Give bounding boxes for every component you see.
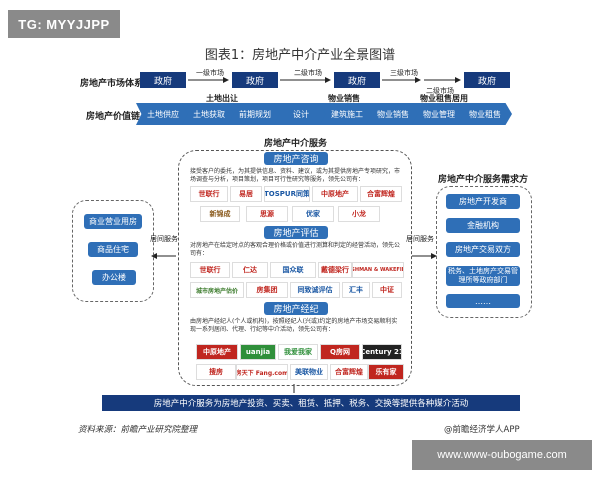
right-demand-box [436,186,532,318]
section-consulting-desc: 接受客户的委托，为其提供信息、资料、建议，或为其提供房地产专项研究，市场调查与分… [190,168,401,183]
logo-brokerage-1: 中原地产 [196,344,238,360]
section-consulting-title: 房地产咨询 [264,152,328,165]
market-row-label: 房地产市场体系 [80,79,144,89]
left-item-office: 办公楼 [92,270,136,285]
chain-step-7: 物业管理 [412,103,466,125]
chain-step-8: 物业租售 [458,103,512,125]
logo-consulting-4: 中原地产 [312,186,358,202]
section-valuation-title: 房地产评估 [264,226,328,239]
logo-valuation-10: 中证 [372,282,402,298]
market-arrow-label-4: 二级市场 [426,87,454,95]
right-item-more: …… [446,294,520,308]
market-box-3: 政府 [334,72,380,88]
market-box-2: 政府 [232,72,278,88]
logo-brokerage-2: uanjia [240,344,276,360]
logo-brokerage-5: Century 21 [362,344,402,360]
section-brokerage-title: 房地产经纪 [264,302,328,315]
left-item-commercial: 商业营业用房 [84,214,142,229]
right-item-parties: 房地产交易双方 [446,242,520,257]
logo-brokerage-3: 我爱我家 [278,344,318,360]
chain-step-1: 土地供应 [136,103,190,125]
logo-valuation-8: 同致诚评估 [290,282,340,298]
logo-consulting-9: 小龙 [338,206,380,222]
market-arrow-label-1: 一级市场 [196,69,224,77]
url-watermark: www.www-oubogame.com [412,440,592,470]
left-property-box [72,200,154,302]
right-item-finance: 金融机构 [446,218,520,233]
logo-valuation-2: 仁达 [232,262,268,278]
right-item-government: 税务、土地房产交易管理所等政府部门 [446,266,520,286]
logo-brokerage-10: 乐有家 [368,364,404,380]
logo-valuation-6: 城市房地产估价 [190,282,244,298]
chain-step-5: 建筑施工 [320,103,374,125]
logo-brokerage-8: 美联物业 [290,364,328,380]
logo-consulting-2: 易居 [230,186,262,202]
logo-brokerage-9: 合富辉煌 [330,364,368,380]
logo-consulting-8: 优家 [292,206,334,222]
right-item-developer: 房地产开发商 [446,194,520,209]
page-title: 图表1：房地产中介产业全景图谱 [204,48,396,63]
left-arrow-label: 居间服务 [150,235,178,243]
value-chain-bar: 土地供应 土地获取 前期规划 设计 建筑施工 物业销售 物业管理 物业租售 [136,103,512,125]
section-valuation-desc: 对房地产在给定时点的客观合理价格或价值进行测算和判定的经营活动，领先公司有： [190,242,401,257]
logo-brokerage-4: Q房网 [320,344,360,360]
right-heading: 房地产中介服务需求方 [438,175,529,185]
logo-consulting-3: TOSPUR同策 [264,186,310,202]
market-arrow-label-2: 二级市场 [294,69,322,77]
bottom-summary-bar: 房地产中介服务为房地产投资、买卖、租赁、抵押、税务、交换等提供各种媒介活动 [102,395,520,411]
chain-step-2: 土地获取 [182,103,236,125]
value-row-label: 房地产价值链 [86,112,141,122]
stage-label-2: 物业销售 [328,94,360,103]
logo-valuation-5: CUSHMAN & WAKEFIELD [352,262,404,278]
section-brokerage-desc: 由房地产经纪人(个人或机构)，按照经纪人(兴或)约定的房地产市场交易顺利实现一系… [190,318,398,333]
chain-step-3: 前期规划 [228,103,282,125]
logo-consulting-1: 世联行 [190,186,228,202]
market-arrow-label-3: 三级市场 [390,69,418,77]
logo-consulting-7: 思源 [246,206,288,222]
market-box-1: 政府 [140,72,186,88]
center-services-box [178,150,412,386]
left-item-residential: 商品住宅 [88,242,138,257]
logo-consulting-5: 合富辉煌 [360,186,402,202]
logo-valuation-1: 世联行 [190,262,230,278]
logo-valuation-7: 房集团 [246,282,288,298]
right-arrow-label: 居间服务 [406,235,434,243]
market-box-5: 政府 [464,72,510,88]
source-note: 资料来源：前瞻产业研究院整理 [78,425,198,435]
logo-valuation-4: 戴德梁行 [318,262,352,278]
chain-step-4: 设计 [274,103,328,125]
logo-brokerage-6: 搜房 [196,364,236,380]
logo-consulting-6: 新锦成 [200,206,240,222]
stage-label-1: 土地出让 [206,94,238,103]
logo-valuation-3: 国众联 [270,262,316,278]
credit-note: @前瞻经济学人APP [444,425,520,435]
watermark-tag: TG: MYYJJPP [8,10,120,38]
logo-valuation-9: 汇丰 [342,282,370,298]
center-heading: 房地产中介服务 [264,139,328,149]
logo-brokerage-7: 房天下 Fang.com [236,364,288,380]
chain-step-6: 物业销售 [366,103,420,125]
stage-label-3: 物业租售居用 [420,94,468,103]
